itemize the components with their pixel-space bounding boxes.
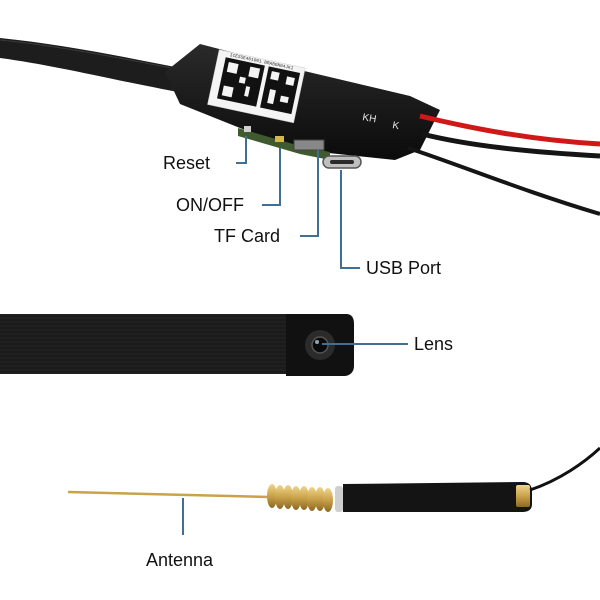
black-wire-2	[407, 146, 600, 216]
lens-label: Lens	[414, 334, 454, 354]
antenna-label: Antenna	[146, 550, 214, 570]
reset-leader	[236, 136, 247, 164]
leader-lines	[182, 136, 408, 535]
qr-label: ICESSE401001 BRABGN04JKI	[207, 49, 306, 124]
black-wire-1	[421, 131, 600, 159]
tf-card-label: TF Card	[214, 226, 281, 246]
on-off-label: ON/OFF	[176, 195, 244, 215]
tf-card-leader	[300, 150, 319, 237]
tf-card-slot	[293, 139, 325, 151]
red-wire	[419, 113, 600, 147]
pin-label-k: K	[391, 120, 400, 132]
antenna-cable	[529, 446, 600, 492]
control-board: ICESSE401001 BRABGN04JKI KH K	[0, 38, 600, 216]
ribbon-cable	[0, 38, 200, 96]
lens-module	[0, 314, 354, 376]
antenna-coil	[267, 484, 333, 512]
fabric-strip	[0, 314, 300, 374]
on-off-switch	[275, 136, 284, 142]
usb-port-leader	[340, 170, 360, 269]
antenna-tip-ring	[335, 486, 343, 512]
antenna-connector	[516, 485, 530, 507]
pin-label-kh: KH	[361, 112, 377, 125]
antenna-assembly	[67, 446, 600, 512]
reset-label: Reset	[163, 153, 211, 173]
usb-port-label: USB Port	[366, 258, 442, 278]
pcb-edge	[238, 128, 330, 160]
reset-button	[244, 126, 251, 132]
on-off-leader	[262, 148, 281, 206]
antenna-rod	[67, 490, 271, 499]
antenna-sleeve	[343, 482, 532, 512]
